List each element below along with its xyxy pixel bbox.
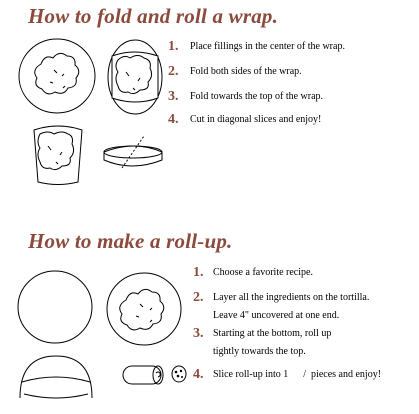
step-number: 1.	[193, 265, 204, 280]
sliced-pinwheel-illustration	[170, 364, 188, 384]
step-number: 1.	[168, 39, 179, 54]
step-text: Layer all the ingredients on the tortill…	[213, 292, 370, 303]
step-number: 2.	[193, 290, 204, 305]
section-title-roll-up: How to make a roll-up.	[28, 229, 233, 253]
step-text: Fold towards the top of the wrap.	[190, 91, 324, 102]
step-text: Fold both sides of the wrap.	[190, 66, 302, 77]
wrap-diagonal-cut-illustration	[100, 134, 166, 174]
step-text: Choose a favorite recipe.	[213, 267, 313, 278]
step-number: 2.	[168, 64, 179, 79]
step-number: 3.	[168, 89, 179, 104]
step-number: 4.	[168, 112, 179, 127]
step-text-continued: tightly towards the top.	[213, 346, 306, 357]
plain-tortilla-illustration	[16, 269, 94, 345]
wrap-sides-folded-illustration	[106, 38, 164, 116]
step-text: Slice roll-up into 1 / pieces and enjoy!	[213, 369, 382, 380]
step-number: 3.	[193, 326, 204, 341]
tortilla-with-filling-illustration	[104, 270, 184, 348]
step-number: 4.	[193, 367, 204, 382]
rolled-log-illustration	[118, 362, 168, 388]
tortilla-rolling-illustration	[16, 352, 96, 400]
step-text: Starting at the bottom, roll up	[213, 328, 332, 339]
step-text: Cut in diagonal slices and enjoy!	[190, 114, 322, 125]
wrap-folded-top-illustration	[30, 124, 86, 186]
step-text: Place fillings in the center of the wrap…	[190, 41, 345, 52]
wrap-with-filling-illustration	[16, 36, 98, 116]
section-title-fold-wrap: How to fold and roll a wrap.	[28, 4, 279, 28]
step-text-continued: Leave 4" uncovered at one end.	[213, 310, 340, 321]
